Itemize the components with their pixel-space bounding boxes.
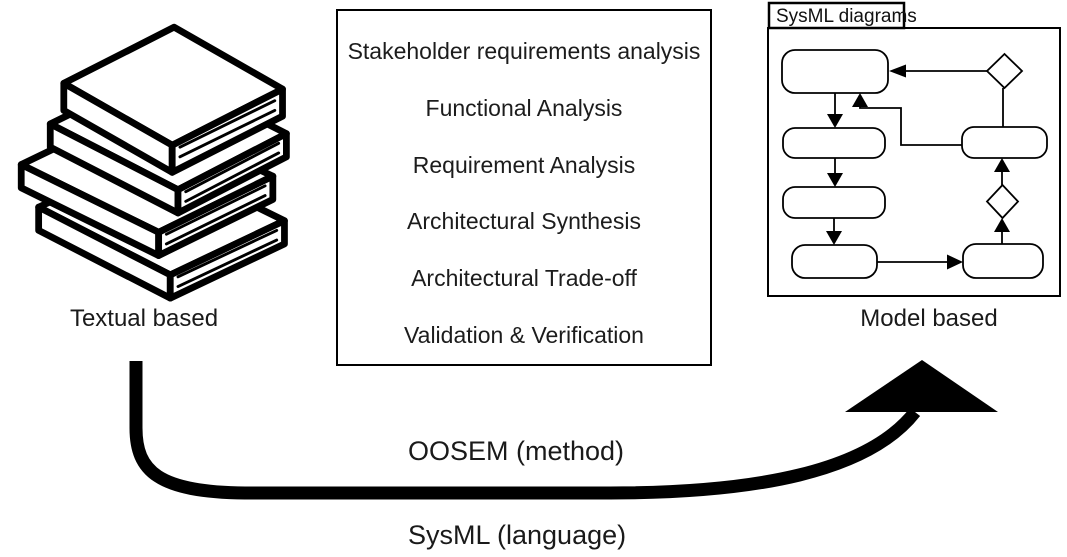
flow-node-e <box>961 126 1048 159</box>
process-step-4: Architectural Synthesis <box>407 208 641 235</box>
frame-label-text: SysML diagrams <box>776 6 917 27</box>
frame-label-box <box>767 1 906 30</box>
process-step-2: Functional Analysis <box>425 94 623 121</box>
flow-node-d <box>791 244 878 279</box>
process-step-3: Requirement Analysis <box>412 151 636 178</box>
flow-node-b <box>782 127 886 159</box>
book-1 <box>60 23 286 176</box>
sysml-diagrams-panel: SysML diagrams <box>767 1 1061 297</box>
oosem-method-label: OOSEM (method) <box>408 436 625 466</box>
flow-node-a <box>781 49 889 94</box>
process-steps-box: Stakeholder requirements analysis Functi… <box>336 9 712 366</box>
process-step-5: Architectural Trade-off <box>411 265 637 292</box>
sysml-language-label: SysML (language) <box>408 520 627 550</box>
process-step-6: Validation & Verification <box>404 322 644 349</box>
textual-based-caption: Textual based <box>69 305 219 332</box>
model-based-caption: Model based <box>860 305 998 332</box>
flow-edges <box>826 64 1010 270</box>
flow-decision-diamond-top <box>985 52 1024 90</box>
flow-node-f <box>962 243 1044 279</box>
flow-node-c <box>782 186 886 219</box>
flow-decision-diamond-bottom <box>985 183 1020 220</box>
process-step-1: Stakeholder requirements analysis <box>347 37 701 64</box>
stack-of-books-icon <box>17 23 290 302</box>
